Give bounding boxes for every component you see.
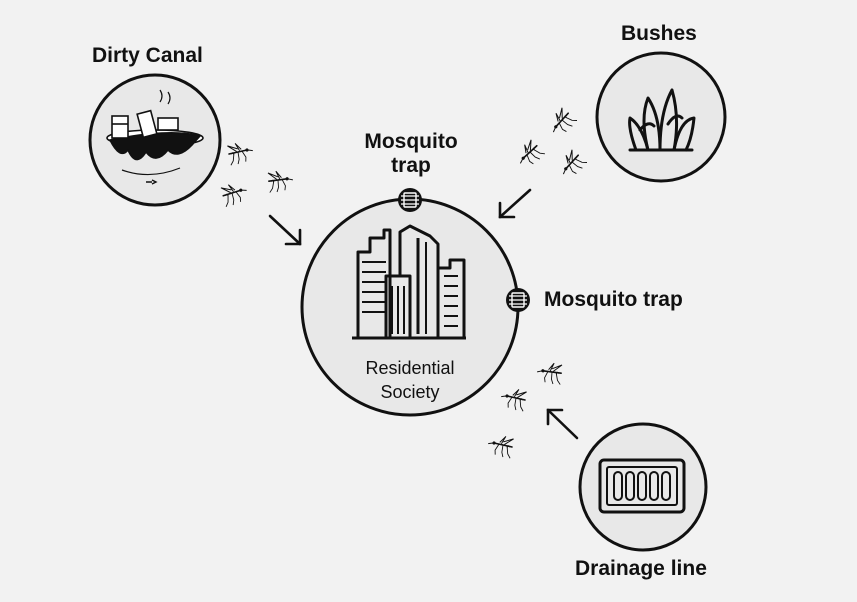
mosquito-icon — [512, 136, 548, 171]
arrow-icon-drainage — [546, 408, 579, 440]
residential-society-label: Residential Society — [340, 358, 480, 402]
mosquito-trap-icon-right — [505, 287, 531, 313]
mosquito-trap-top-line2: trap — [391, 154, 431, 178]
mosquito-icon — [543, 104, 580, 139]
mosquito-trap-icon-top — [397, 187, 423, 213]
dirty-canal-label: Dirty Canal — [92, 44, 203, 67]
mosquito-icon — [553, 146, 590, 181]
drainage-circle — [578, 422, 708, 552]
mosquito-icon — [262, 165, 297, 197]
bushes-circle — [595, 51, 727, 183]
mosquito-trap-right-label: Mosquito trap — [544, 288, 683, 311]
mosquito-icon — [484, 429, 519, 462]
mosquito-icon — [222, 136, 257, 169]
mosquito-trap-top-label: Mosquito trap — [346, 130, 476, 178]
mosquito-trap-top-line1: Mosquito — [364, 130, 458, 153]
residential-line2: Society — [380, 381, 440, 402]
mosquito-icon — [215, 176, 251, 211]
mosquito-icon — [497, 382, 532, 415]
mosquito-icon — [533, 357, 568, 389]
building-icon — [352, 224, 466, 340]
arrow-icon-bushes — [498, 188, 532, 219]
bushes-label: Bushes — [621, 22, 697, 45]
residential-line1: Residential — [365, 358, 455, 378]
dirty-canal-icon — [106, 89, 204, 185]
arrow-icon-canal — [268, 214, 302, 246]
drain-grate-icon — [598, 458, 686, 514]
drainage-line-label: Drainage line — [575, 557, 707, 580]
bush-icon — [628, 88, 696, 152]
